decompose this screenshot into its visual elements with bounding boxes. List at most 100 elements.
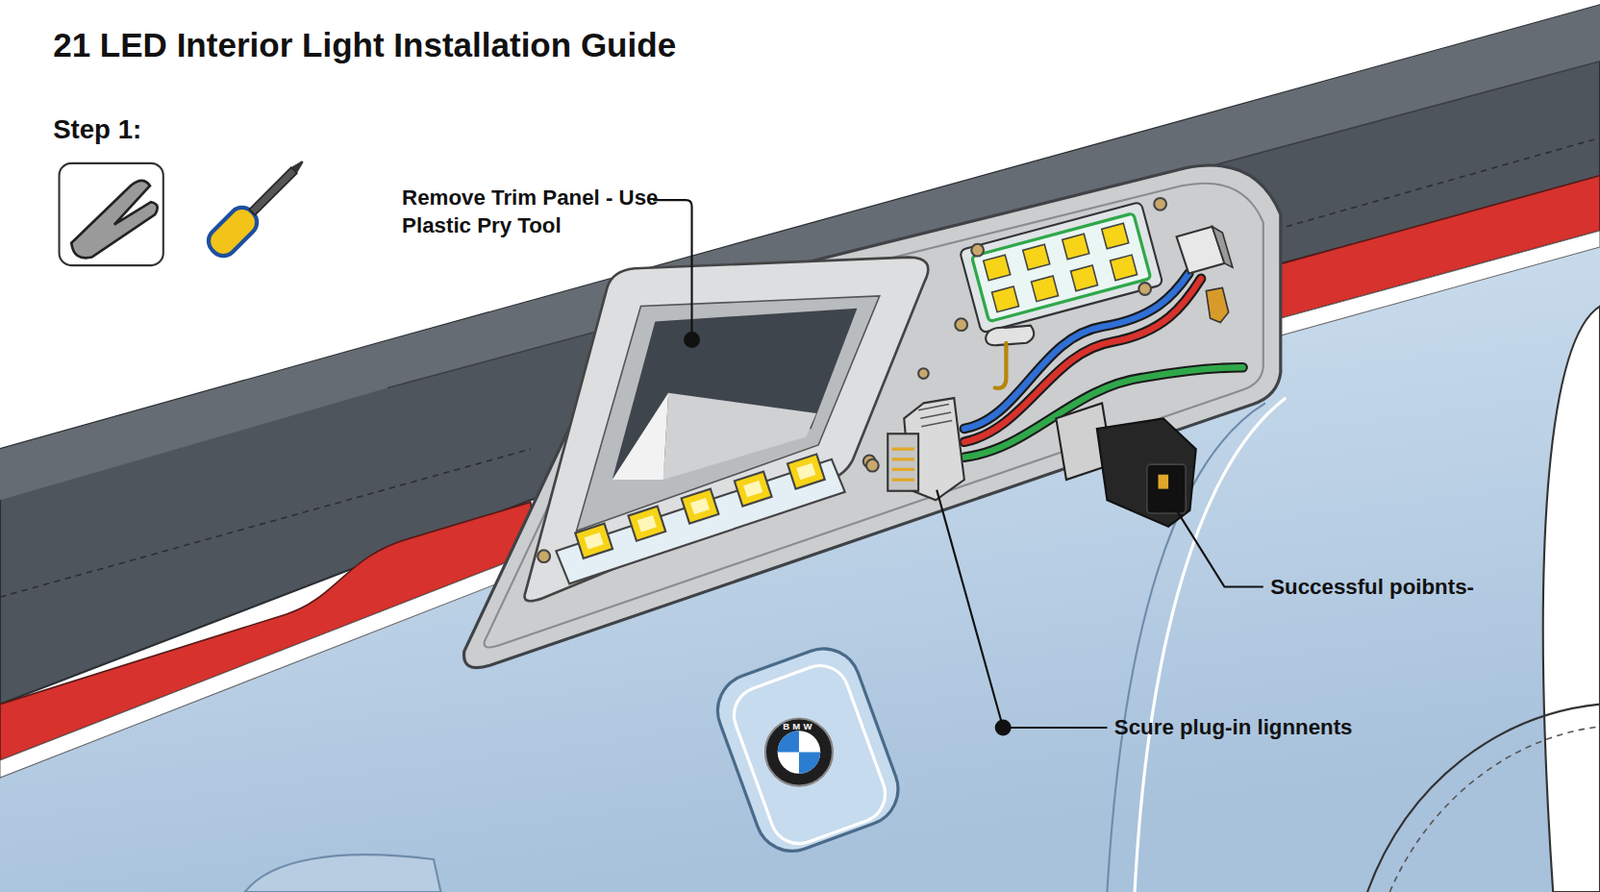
plug-connector bbox=[887, 433, 919, 491]
seat-outline bbox=[1367, 704, 1600, 892]
bmw-emblem bbox=[777, 730, 822, 775]
plug-connector bbox=[918, 403, 952, 426]
title: 21 LED Interior Light Installation Guide bbox=[52, 26, 676, 66]
screw bbox=[1138, 282, 1151, 296]
hook-bracket bbox=[985, 325, 1034, 347]
pry-tool-icon bbox=[59, 163, 164, 266]
leader-line bbox=[995, 720, 1012, 737]
led-strip bbox=[690, 498, 710, 515]
step-label: Step 1: bbox=[52, 114, 142, 147]
seat-outline bbox=[1367, 306, 1600, 892]
led-board bbox=[1031, 275, 1059, 302]
led-strip bbox=[734, 472, 773, 507]
led-strip bbox=[555, 459, 845, 585]
bmw-emblem bbox=[707, 638, 909, 862]
trim-stripe bbox=[0, 550, 539, 778]
hook-bracket bbox=[985, 325, 1034, 389]
leader-line bbox=[936, 490, 1107, 728]
led-strip bbox=[681, 489, 720, 525]
led-board bbox=[1110, 254, 1138, 281]
screwdriver-icon bbox=[202, 151, 313, 262]
led-strip bbox=[584, 532, 604, 550]
socket-connector bbox=[1055, 402, 1196, 526]
screw bbox=[954, 318, 968, 331]
logo-text: BMW bbox=[782, 722, 815, 733]
bmw-emblem bbox=[725, 657, 894, 852]
callout-text: Successful poibnts- bbox=[1270, 574, 1475, 600]
led-board bbox=[992, 286, 1020, 313]
led-strip bbox=[627, 506, 666, 542]
screw bbox=[866, 459, 879, 473]
roof-band bbox=[0, 4, 1600, 704]
handle-recess bbox=[525, 257, 929, 602]
leader-line bbox=[652, 200, 692, 340]
top-connector bbox=[1176, 226, 1233, 324]
callout-text: Scure plug-in lignnents bbox=[1114, 714, 1353, 741]
trim-panel bbox=[484, 183, 1264, 649]
led-board bbox=[983, 254, 1011, 281]
seat-outline bbox=[1543, 306, 1600, 892]
led-board bbox=[1071, 265, 1099, 292]
led-strip bbox=[575, 524, 613, 559]
socket-connector bbox=[1147, 464, 1186, 514]
led-board bbox=[959, 201, 1164, 334]
screw bbox=[537, 550, 550, 563]
led-board bbox=[972, 213, 1151, 323]
screw bbox=[537, 198, 1167, 563]
led-strip bbox=[796, 463, 816, 480]
pry-tool-icon bbox=[71, 180, 157, 258]
roof-band bbox=[0, 4, 1600, 704]
seat-outline bbox=[1389, 726, 1600, 892]
led-strip bbox=[743, 480, 763, 498]
screw bbox=[1153, 198, 1167, 211]
callout-text: Remove Trim Panel - Use Plastic Pry Tool bbox=[401, 183, 670, 240]
led-board bbox=[1062, 233, 1090, 260]
plug-connector bbox=[892, 449, 915, 480]
led-board bbox=[1023, 244, 1050, 271]
led-board bbox=[959, 201, 1164, 334]
led-board bbox=[1101, 223, 1129, 250]
bmw-emblem bbox=[799, 752, 821, 775]
top-connector bbox=[1212, 226, 1233, 268]
top-connector bbox=[1205, 287, 1228, 323]
trim-stripe bbox=[1265, 230, 1600, 341]
car-body bbox=[245, 854, 442, 892]
led-strip bbox=[575, 524, 613, 559]
led-strip bbox=[681, 489, 720, 525]
handle-recess bbox=[612, 308, 858, 480]
roof-band bbox=[0, 4, 1600, 500]
led-strip bbox=[787, 453, 825, 489]
car-body bbox=[1134, 398, 1286, 892]
led-strip bbox=[787, 453, 825, 489]
led-strip bbox=[555, 453, 845, 584]
leader-line bbox=[652, 200, 1264, 736]
screwdriver-icon bbox=[291, 158, 306, 174]
hook-bracket bbox=[995, 343, 1007, 389]
bmw-emblem bbox=[765, 718, 833, 786]
trim-stripe bbox=[0, 501, 536, 761]
led-board bbox=[959, 201, 1164, 334]
screwdriver-icon bbox=[249, 167, 298, 216]
led-strip bbox=[627, 506, 666, 542]
socket-connector bbox=[1157, 475, 1169, 490]
screwdriver-icon bbox=[202, 151, 313, 262]
socket-connector bbox=[1097, 418, 1197, 527]
leader-line bbox=[1163, 494, 1180, 511]
leader-line bbox=[1171, 501, 1264, 587]
handle-recess bbox=[612, 393, 669, 480]
bmw-emblem bbox=[777, 730, 800, 752]
bmw-emblem bbox=[707, 638, 909, 862]
bmw-emblem bbox=[707, 638, 909, 862]
pry-tool-icon bbox=[59, 163, 164, 266]
leader-line bbox=[683, 331, 700, 349]
plug-connector bbox=[887, 398, 965, 500]
led-strip bbox=[637, 515, 657, 532]
screw bbox=[918, 368, 929, 379]
trim-panel bbox=[464, 165, 1281, 669]
screw bbox=[971, 244, 984, 257]
trim-panel bbox=[464, 165, 1281, 669]
led-strip bbox=[734, 472, 773, 507]
handle-recess bbox=[525, 257, 929, 602]
